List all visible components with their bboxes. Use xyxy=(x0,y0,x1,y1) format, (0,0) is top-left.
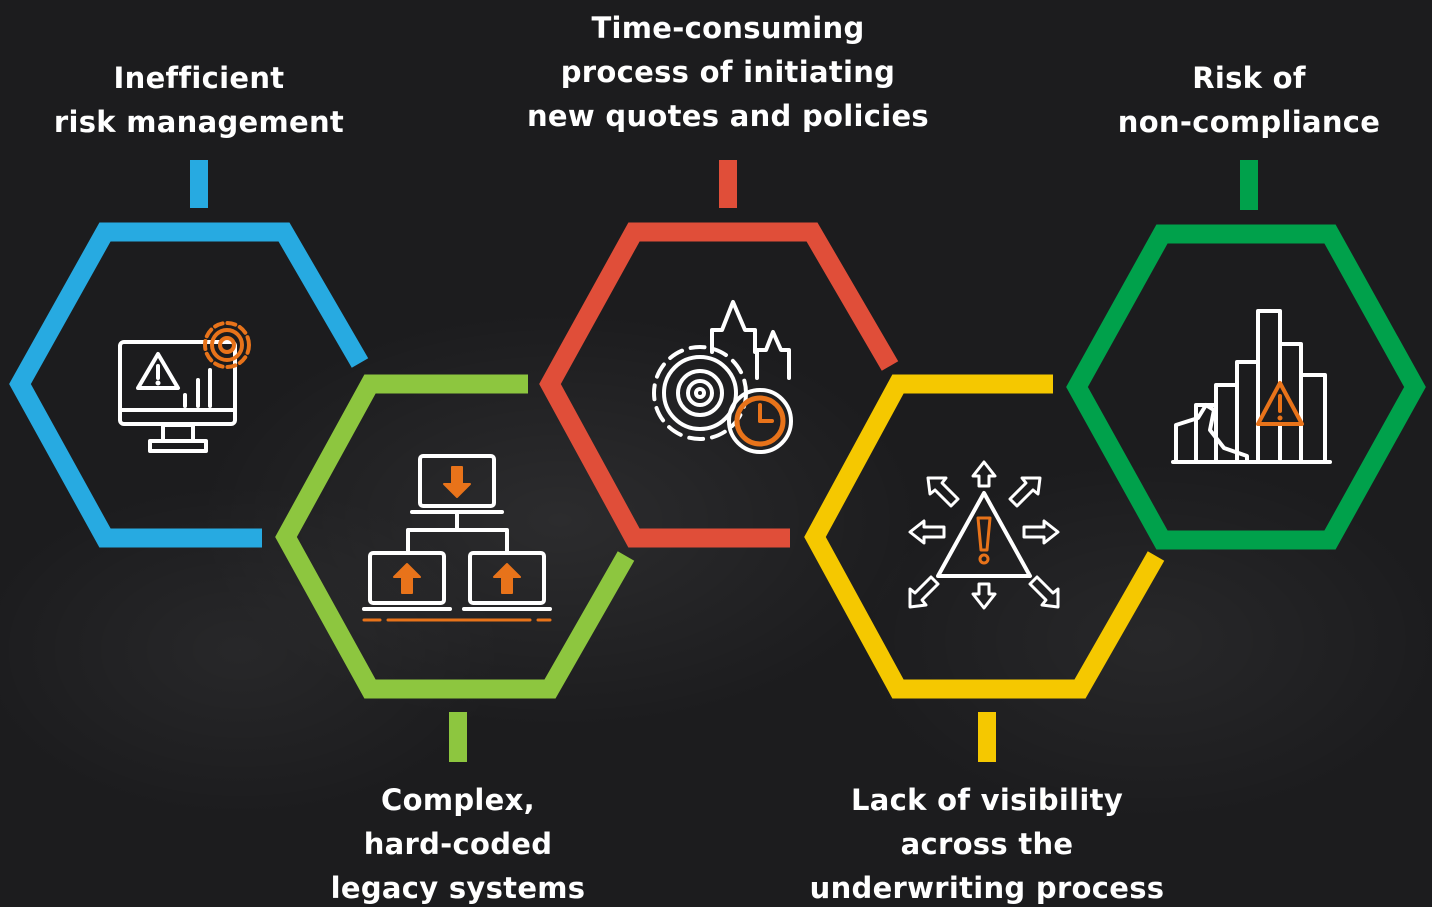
hexagon-red xyxy=(539,222,899,548)
label-line: Inefficient xyxy=(113,61,285,95)
challenge-label-lack-of-visibility: Lack of visibility across the underwriti… xyxy=(782,778,1192,907)
label-line: across the xyxy=(900,827,1074,861)
hexagon-light-green xyxy=(275,374,635,699)
monitor-warning-gear-icon xyxy=(118,321,251,453)
connector-light-green xyxy=(449,712,467,762)
label-line: legacy systems xyxy=(330,871,586,905)
label-line: non-compliance xyxy=(1117,105,1381,139)
connector-blue xyxy=(190,160,208,208)
label-line: Complex, xyxy=(381,783,535,817)
hexagon-yellow xyxy=(804,374,1165,699)
connector-yellow xyxy=(978,712,996,762)
gear-arrows-clock-icon xyxy=(652,300,793,454)
network-computers-icon xyxy=(362,454,552,622)
challenge-label-legacy-systems: Complex, hard-coded legacy systems xyxy=(298,778,618,907)
warning-arrows-icon xyxy=(908,460,1060,610)
label-line: Time-consuming xyxy=(591,11,865,45)
hexagon-green xyxy=(1066,224,1426,550)
label-line: underwriting process xyxy=(809,871,1165,905)
hexagon-blue xyxy=(9,222,369,548)
challenge-label-risk-of-non-compliance: Risk of non-compliance xyxy=(1080,56,1418,144)
label-line: new quotes and policies xyxy=(526,99,929,133)
label-line: Lack of visibility xyxy=(850,783,1124,817)
challenge-label-time-consuming-process: Time-consuming process of initiating new… xyxy=(508,6,948,138)
connector-green xyxy=(1240,160,1258,210)
connector-red xyxy=(719,160,737,208)
label-line: risk management xyxy=(53,105,345,139)
challenge-label-inefficient-risk-management: Inefficient risk management xyxy=(29,56,369,144)
label-line: hard-coded xyxy=(363,827,553,861)
label-line: Risk of xyxy=(1192,61,1306,95)
bar-chart-warning-icon xyxy=(1171,309,1332,464)
label-line: process of initiating xyxy=(560,55,896,89)
